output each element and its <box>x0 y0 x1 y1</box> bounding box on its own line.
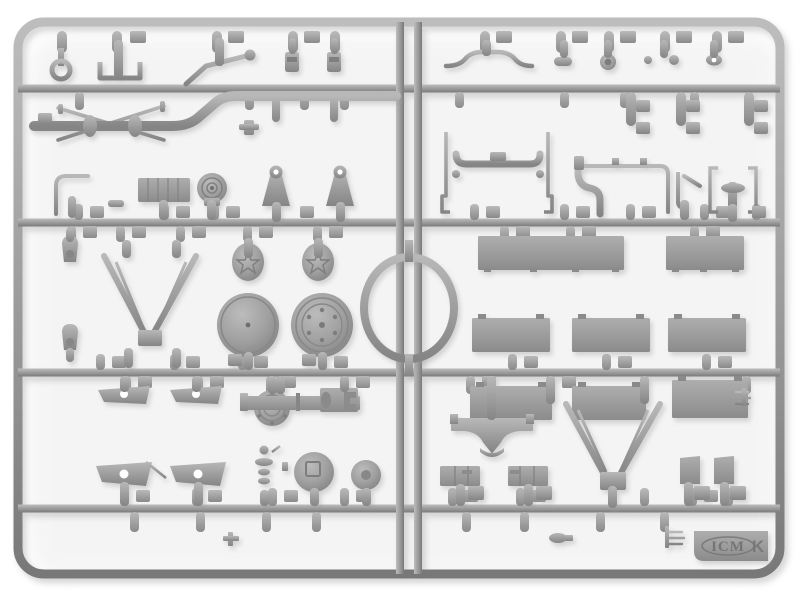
u-bracket-part <box>97 40 143 81</box>
blade-vane-part-b <box>170 376 222 404</box>
frame-yoke-part <box>440 132 554 220</box>
svg-text:K: K <box>752 537 765 556</box>
wheel-disc-plain-part <box>217 293 279 370</box>
long-panel-part-b <box>666 236 744 272</box>
parts-top-right <box>440 40 775 222</box>
radiator-grille-part <box>138 178 190 220</box>
parts-top-left <box>29 38 401 222</box>
bottom-rod-right-part-a <box>428 533 573 543</box>
blade-vane-part-c <box>96 461 167 506</box>
bent-rod-lever-part <box>183 38 256 87</box>
hook-eye-part <box>49 48 73 82</box>
fork-rod-part <box>696 388 752 406</box>
wheel-hub-detail-part <box>291 293 353 370</box>
panel-part-c <box>472 314 550 352</box>
clamp-block-part-a <box>285 38 299 72</box>
bar-hanger-part-b <box>725 89 775 145</box>
parts-mid-left <box>62 228 458 376</box>
axle-shaft-part <box>219 120 383 135</box>
small-disc-part <box>351 460 381 506</box>
exhaust-pipe-bend-part <box>29 91 401 137</box>
lever-part-a <box>644 40 679 65</box>
wavy-rod-part <box>443 40 535 69</box>
star-disc-part-a <box>232 238 264 281</box>
step-block-part-b <box>508 466 552 506</box>
parts-low-left <box>89 376 381 541</box>
winged-bracket-part <box>450 376 534 457</box>
panel-part-e <box>668 314 746 352</box>
bottom-rod-right-part-b <box>586 526 686 548</box>
pendant-tab-part-a <box>62 228 78 262</box>
pendant-tab-part-b <box>62 324 78 362</box>
knob-part-a <box>600 40 616 70</box>
parts-low-right <box>223 376 752 548</box>
panel-part-f <box>470 382 552 420</box>
pipe-run-part <box>574 156 714 220</box>
long-panel-part-a <box>478 236 624 272</box>
svg-text:ICM: ICM <box>711 539 745 555</box>
parts-mid-right <box>472 236 746 352</box>
bar-hanger-part-a <box>601 89 707 145</box>
fin-plate-part-b <box>714 456 746 506</box>
pin-part-a <box>554 40 572 66</box>
step-block-part-a <box>440 466 484 506</box>
clamp-block-part-b <box>327 38 341 72</box>
valve-assembly-part <box>255 444 304 506</box>
seat-frame-part <box>54 174 124 218</box>
bracket-pair-part <box>708 166 766 222</box>
large-ring-part <box>360 240 458 376</box>
round-plate-part <box>294 452 334 506</box>
panel-part-d <box>572 314 650 352</box>
manufacturer-logo-plaque: ICM K <box>694 531 768 561</box>
star-disc-part-b <box>302 238 334 281</box>
sprue-frame <box>13 17 785 579</box>
bell-mount-part-b <box>326 165 354 222</box>
blade-vane-part-a <box>98 376 150 404</box>
a-frame-trestle-part <box>95 240 207 368</box>
a-frame-trestle-part-2 <box>546 376 667 508</box>
bell-mount-part-a <box>262 165 290 222</box>
bar-linkage-part <box>240 376 360 412</box>
nut-part-a <box>706 40 722 66</box>
blade-vane-part-d <box>170 462 226 506</box>
fin-plate-part-a <box>680 456 710 506</box>
drum-hub-part <box>197 173 227 220</box>
